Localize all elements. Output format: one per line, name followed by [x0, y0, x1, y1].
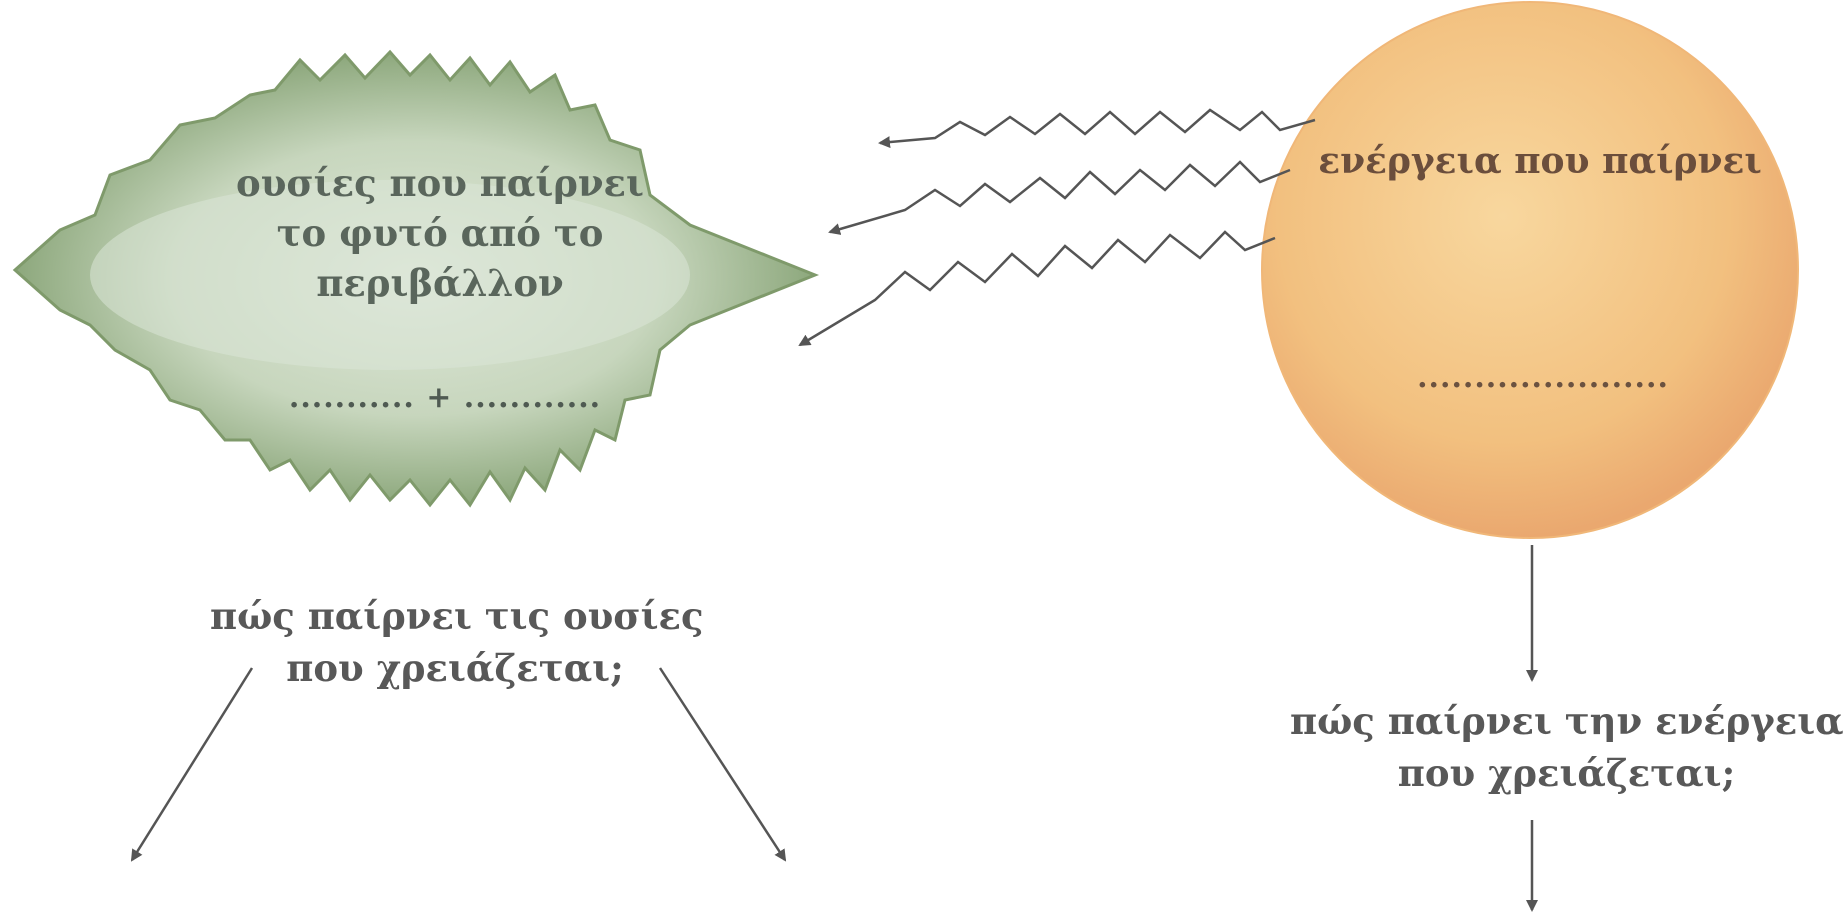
question-energy-line-1: πώς παίρνει την ενέργεια — [1290, 695, 1843, 747]
leaf-label-line-1: ουσίες που παίρνει — [200, 158, 680, 208]
leaf-blank: ........... + ............ — [235, 380, 655, 415]
energy-arrow-top — [880, 110, 1315, 143]
sun-shape — [1262, 2, 1798, 538]
energy-arrows — [800, 110, 1315, 345]
energy-arrow-middle — [830, 162, 1290, 232]
arrow-left-down — [132, 668, 252, 860]
leaf-label: ουσίες που παίρνει το φυτό από το περιβά… — [200, 158, 680, 308]
leaf-label-line-3: περιβάλλον — [200, 258, 680, 308]
sun-label: ενέργεια που παίρνει — [1300, 140, 1780, 182]
energy-arrow-bottom — [800, 232, 1275, 345]
sun-illustration — [1262, 2, 1798, 538]
question-substances-line-2: που χρειάζεται; — [210, 642, 700, 694]
question-energy-line-2: που χρειάζεται; — [1290, 747, 1843, 799]
question-energy: πώς παίρνει την ενέργεια που χρειάζεται; — [1290, 695, 1843, 799]
sun-blank: ...................... — [1378, 360, 1708, 395]
question-substances: πώς παίρνει τις ουσίες που χρειάζεται; — [210, 590, 700, 694]
arrow-right-down — [660, 668, 785, 860]
leaf-label-line-2: το φυτό από το — [200, 208, 680, 258]
question-substances-line-1: πώς παίρνει τις ουσίες — [210, 590, 700, 642]
